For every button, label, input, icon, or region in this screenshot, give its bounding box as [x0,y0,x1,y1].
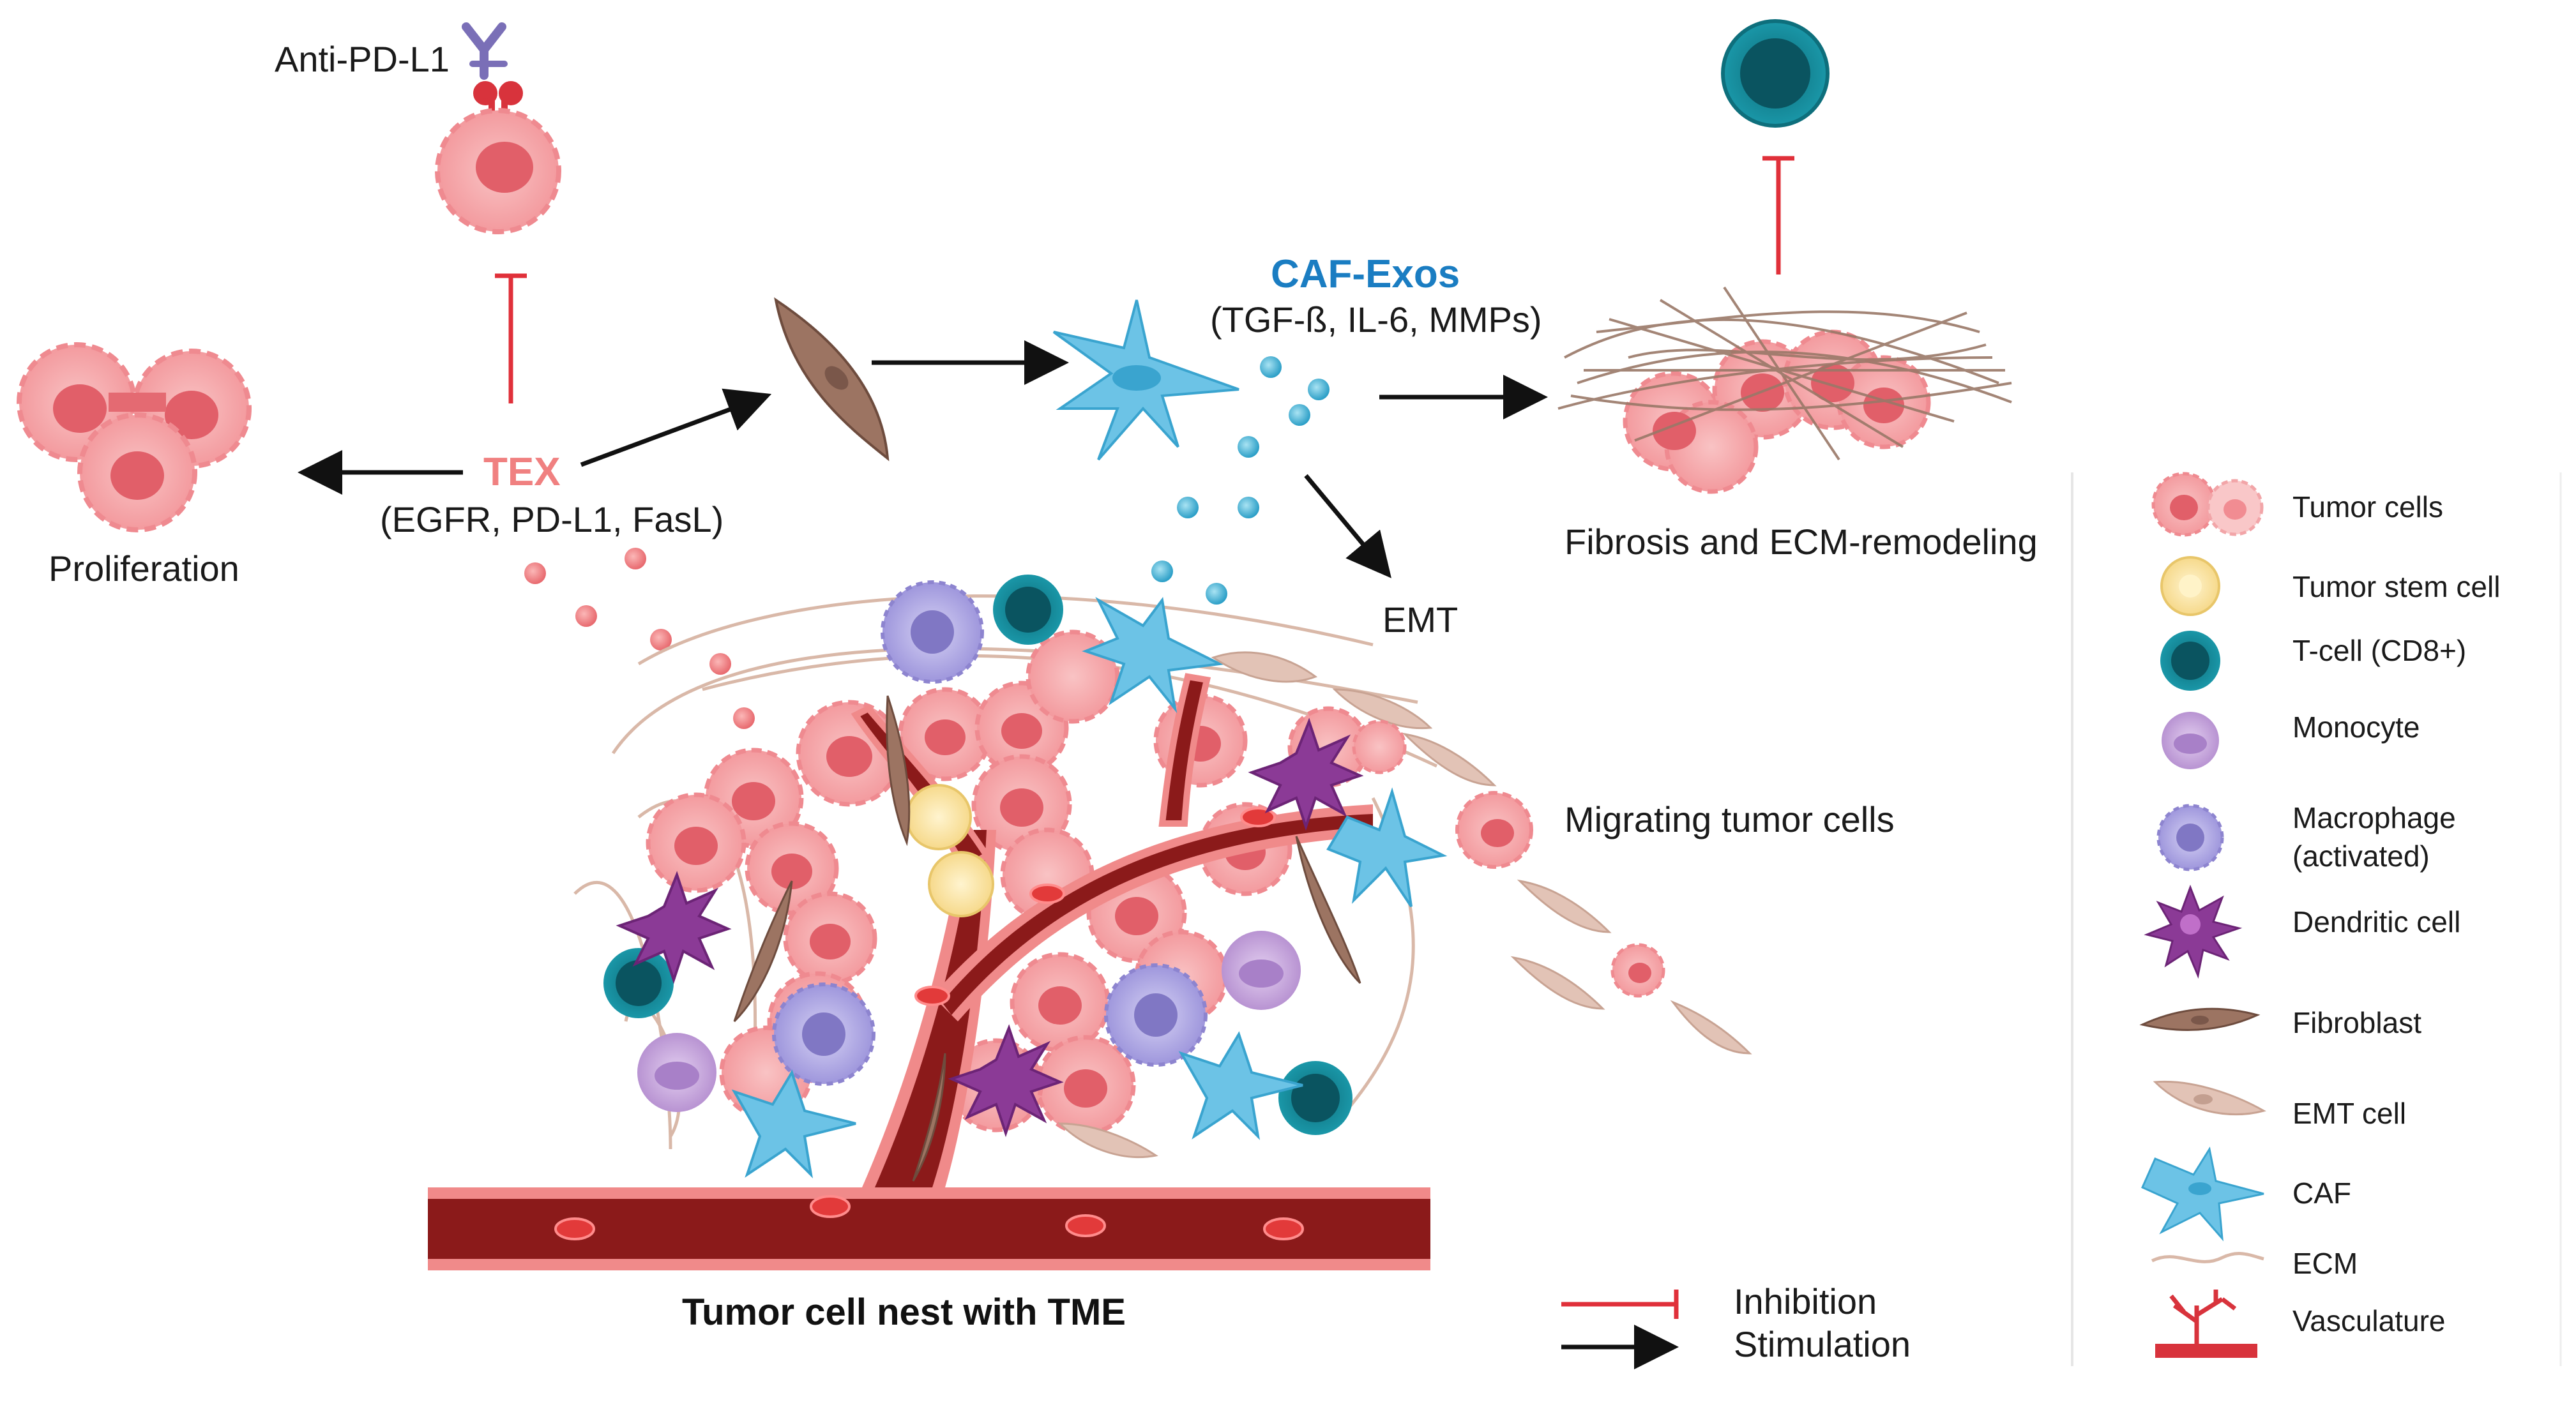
stimulation-arrow-tex-to-fibroblast [580,388,772,467]
inhibition-arrow-fibrosis-to-t-cell [1762,156,1794,275]
stimulation-arrow-caf-to-emt [1304,474,1391,578]
nest-t-cells [603,575,1352,1135]
legend-t-cell-label: T-cell (CD8+) [2292,634,2466,667]
inhibition-key-label: Inhibition [1734,1281,1877,1321]
legend-vasculature-icon [2155,1290,2257,1358]
legend: Tumor cells Tumor stem cell T-cell (CD8+… [2071,472,2562,1366]
legend-monocyte-icon [2162,712,2219,769]
legend-dendritic-cell-icon [2144,884,2243,979]
legend-emt-cell-label: EMT cell [2292,1097,2406,1130]
legend-macrophage-label: Macrophage [2292,801,2456,834]
nest-cafs [731,596,1448,1178]
legend-tumor-cells-icon [2151,472,2264,537]
vasculature-network [428,673,1430,1270]
nest-macrophages [772,580,1208,1086]
pd-l1-tumor-cell-icon [435,108,561,234]
fibrosis-ecm-cluster-icon [1557,286,2012,494]
emt-label: EMT [1383,599,1458,640]
legend-macrophage-sublabel: (activated) [2292,839,2430,873]
caf-exos-markers-label: (TGF-ß, IL-6, MMPs) [1210,299,1542,340]
migrating-tumor-cells-icon [1352,719,1665,998]
legend-t-cell-icon [2160,631,2220,691]
legend-monocyte-label: Monocyte [2292,711,2420,744]
fibroblast-cell-icon [774,297,890,462]
legend-vasculature-label: Vasculature [2292,1304,2446,1337]
legend-tumor-stem-cell-label: Tumor stem cell [2292,570,2500,603]
tumor-nest [428,575,1752,1270]
tex-label: TEX [483,450,561,494]
legend-caf-icon [2141,1147,2264,1242]
arrow-key: Inhibition Stimulation [1561,1281,1911,1369]
legend-ecm-label: ECM [2292,1247,2358,1280]
legend-caf-label: CAF [2292,1177,2351,1210]
legend-macrophage-icon [2156,804,2224,871]
fibrosis-label: Fibrosis and ECM-remodeling [1565,522,2038,562]
nest-tumor-stem-cells [905,784,994,917]
legend-fibroblast-icon [2139,1007,2261,1031]
tex-markers-label: (EGFR, PD-L1, FasL) [380,499,724,539]
anti-pd-l1-label: Anti-PD-L1 [275,39,450,79]
antibody-icon [462,22,508,80]
migrating-tumor-cells-label: Migrating tumor cells [1565,799,1895,839]
migrating-emt-cells [1057,651,1752,1158]
legend-emt-cell-icon [2153,1080,2266,1116]
caf-exos-label: CAF-Exos [1271,252,1460,296]
legend-tumor-cells-label: Tumor cells [2292,490,2443,523]
proliferation-label: Proliferation [49,548,239,589]
stimulation-key-label: Stimulation [1734,1324,1911,1364]
legend-dendritic-cell-label: Dendritic cell [2292,905,2460,938]
tumor-nest-title: Tumor cell nest with TME [682,1291,1126,1333]
caf-exosome-beads [1151,356,1330,605]
legend-fibroblast-label: Fibroblast [2292,1006,2421,1039]
tex-exosome-beads [524,548,755,729]
legend-tumor-stem-cell-icon [2160,556,2220,616]
inhibition-arrow-tex-to-anti-pd-l1 [495,273,527,403]
nest-monocytes [637,931,1301,1112]
caf-cell-icon [1052,299,1239,461]
t-cell-top-icon [1721,19,1830,128]
legend-ecm-icon [2151,1252,2264,1263]
proliferating-tumor-cells-icon [17,342,252,532]
nest-dendritic-cells [616,718,1364,1138]
nest-fibroblasts [733,695,1361,1182]
